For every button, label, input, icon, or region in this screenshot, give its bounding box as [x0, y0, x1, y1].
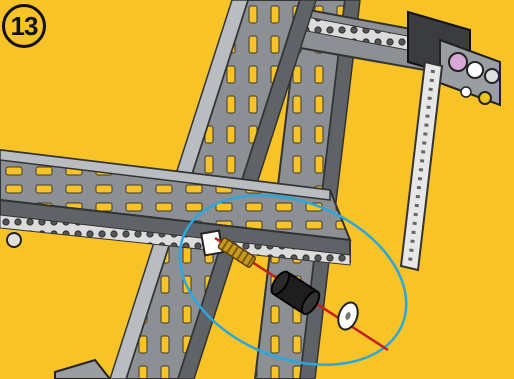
step-number: 13	[11, 11, 38, 42]
washer-icon	[335, 300, 361, 332]
hanging-arm	[401, 62, 442, 270]
base-fitting	[55, 360, 110, 379]
step-number-badge: 13	[2, 4, 46, 48]
